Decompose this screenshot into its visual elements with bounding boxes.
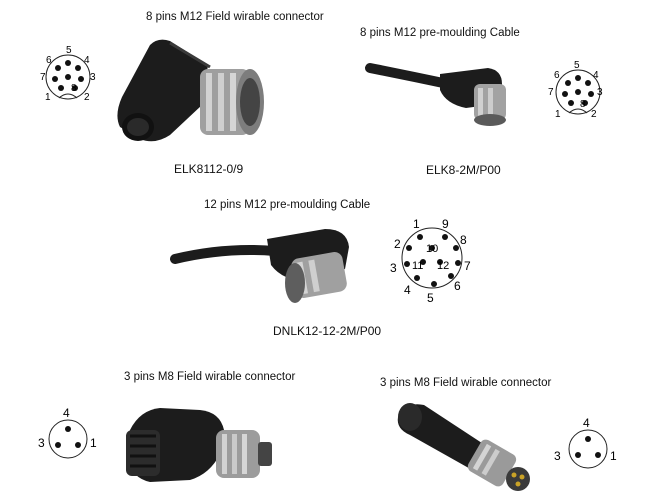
pin-label-3: 3 xyxy=(90,72,96,83)
m12-right-angle-field-connector-photo xyxy=(117,39,264,142)
pin-label-7: 7 xyxy=(464,259,471,273)
pin-label-4: 4 xyxy=(583,416,590,430)
pin-label-1: 1 xyxy=(610,449,617,463)
pin-label-11: 11 xyxy=(412,260,423,272)
m8-right-angle-field-connector-photo xyxy=(126,408,272,482)
pin-label-4: 4 xyxy=(404,283,411,297)
pin-label-3: 3 xyxy=(554,449,561,463)
pin-label-6: 6 xyxy=(454,279,461,293)
pinout-m8-3pin-diagram: 4 3 1 xyxy=(38,406,97,459)
pin-label-1: 1 xyxy=(90,436,97,450)
pin-label-8: 8 xyxy=(580,99,586,110)
product-caption-m8-3pin-field-straight: 3 pins M8 Field wirable connector xyxy=(380,377,552,389)
pin-label-3: 3 xyxy=(597,87,603,98)
product-caption-m8-3pin-field: 3 pins M8 Field wirable connector xyxy=(124,371,296,383)
pin-label-10: 10 xyxy=(426,243,438,255)
product-caption-m12-12pin-cable: 12 pins M12 pre-moulding Cable xyxy=(204,199,371,211)
m12-angled-cable-connector-photo xyxy=(365,63,506,126)
pin-label-1: 1 xyxy=(413,217,420,231)
pin-label-8: 8 xyxy=(71,83,77,94)
pin-label-2: 2 xyxy=(591,109,597,120)
pinout-m12-8pin-diagram-2: 5 4 3 2 1 7 6 8 xyxy=(548,60,603,120)
product-model-elk8112: ELK8112-0/9 xyxy=(174,162,244,176)
pin-label-7: 7 xyxy=(40,72,46,83)
pin-label-3: 3 xyxy=(390,261,397,275)
pin-label-12: 12 xyxy=(437,260,449,272)
product-model-dnlk12: DNLK12-12-2M/P00 xyxy=(273,324,382,338)
pin-label-8: 8 xyxy=(460,233,467,247)
pinout-m12-8pin-diagram: 5 4 3 2 1 7 6 8 xyxy=(40,45,96,103)
pin-label-5: 5 xyxy=(427,291,434,305)
pin-label-6: 6 xyxy=(46,55,52,66)
pin-label-1: 1 xyxy=(555,109,561,120)
pin-label-4: 4 xyxy=(63,406,70,420)
m8-straight-field-connector-photo xyxy=(397,403,530,491)
pinout-m12-12pin-diagram: 1 9 8 7 6 5 4 3 2 10 11 12 xyxy=(390,217,471,305)
pinout-m8-3pin-diagram-2: 4 3 1 xyxy=(554,416,617,469)
pin-label-2: 2 xyxy=(84,92,90,103)
pin-label-6: 6 xyxy=(554,70,560,81)
product-caption-m12-8pin-cable: 8 pins M12 pre-moulding Cable xyxy=(360,27,520,39)
product-model-elk8-2m: ELK8-2M/P00 xyxy=(426,163,501,177)
pin-label-4: 4 xyxy=(593,70,599,81)
pin-label-3: 3 xyxy=(38,436,45,450)
pin-label-5: 5 xyxy=(66,45,72,56)
pin-label-9: 9 xyxy=(442,217,449,231)
pin-label-7: 7 xyxy=(548,87,554,98)
product-caption-m12-8pin-field: 8 pins M12 Field wirable connector xyxy=(146,11,324,23)
pin-label-1: 1 xyxy=(45,92,51,103)
m12-12pin-angled-cable-photo xyxy=(170,229,349,303)
pin-label-4: 4 xyxy=(84,55,90,66)
pin-label-2: 2 xyxy=(394,237,401,251)
pin-label-5: 5 xyxy=(574,60,580,71)
